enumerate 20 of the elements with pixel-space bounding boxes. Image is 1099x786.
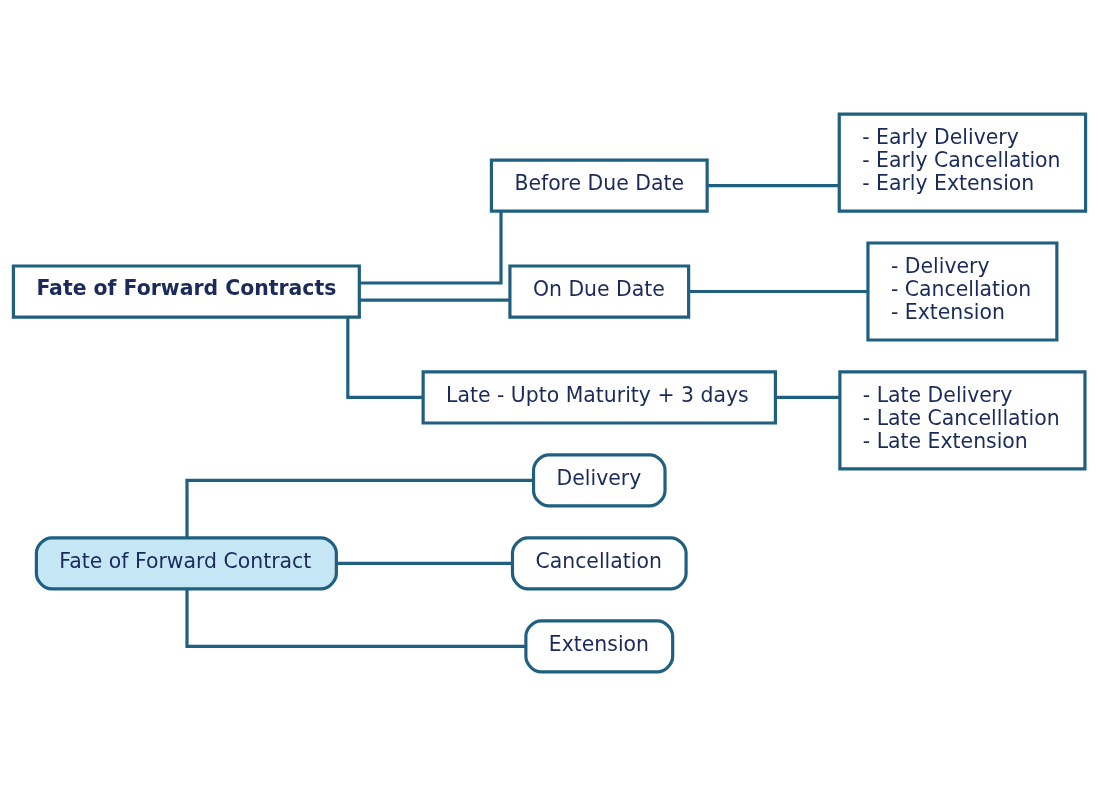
connector	[336, 561, 513, 565]
connector	[707, 184, 839, 188]
node-box: Late - Upto Maturity + 3 days	[421, 370, 777, 425]
connector	[359, 211, 503, 285]
node-box: Delivery	[531, 453, 667, 508]
node-box: Fate of Forward Contract	[34, 536, 338, 591]
connector	[185, 589, 526, 648]
connector	[775, 395, 840, 400]
node-box: On Due Date	[508, 264, 691, 319]
node-box: - Late Delivery - Late Cancelllation - Late Extension	[838, 370, 1087, 471]
node-box: Fate of Forward Contracts	[11, 264, 361, 319]
node-box: Cancellation	[510, 536, 688, 591]
connector	[359, 298, 510, 302]
node-box: Before Due Date	[489, 158, 709, 213]
node-box: Extension	[524, 619, 675, 674]
connector	[346, 317, 423, 400]
node-box: - Delivery - Cancellation - Extension	[866, 241, 1059, 342]
node-box: - Early Delivery - Early Cancellation - Early Extension	[837, 112, 1088, 213]
connector	[185, 478, 534, 538]
connector	[689, 289, 868, 294]
